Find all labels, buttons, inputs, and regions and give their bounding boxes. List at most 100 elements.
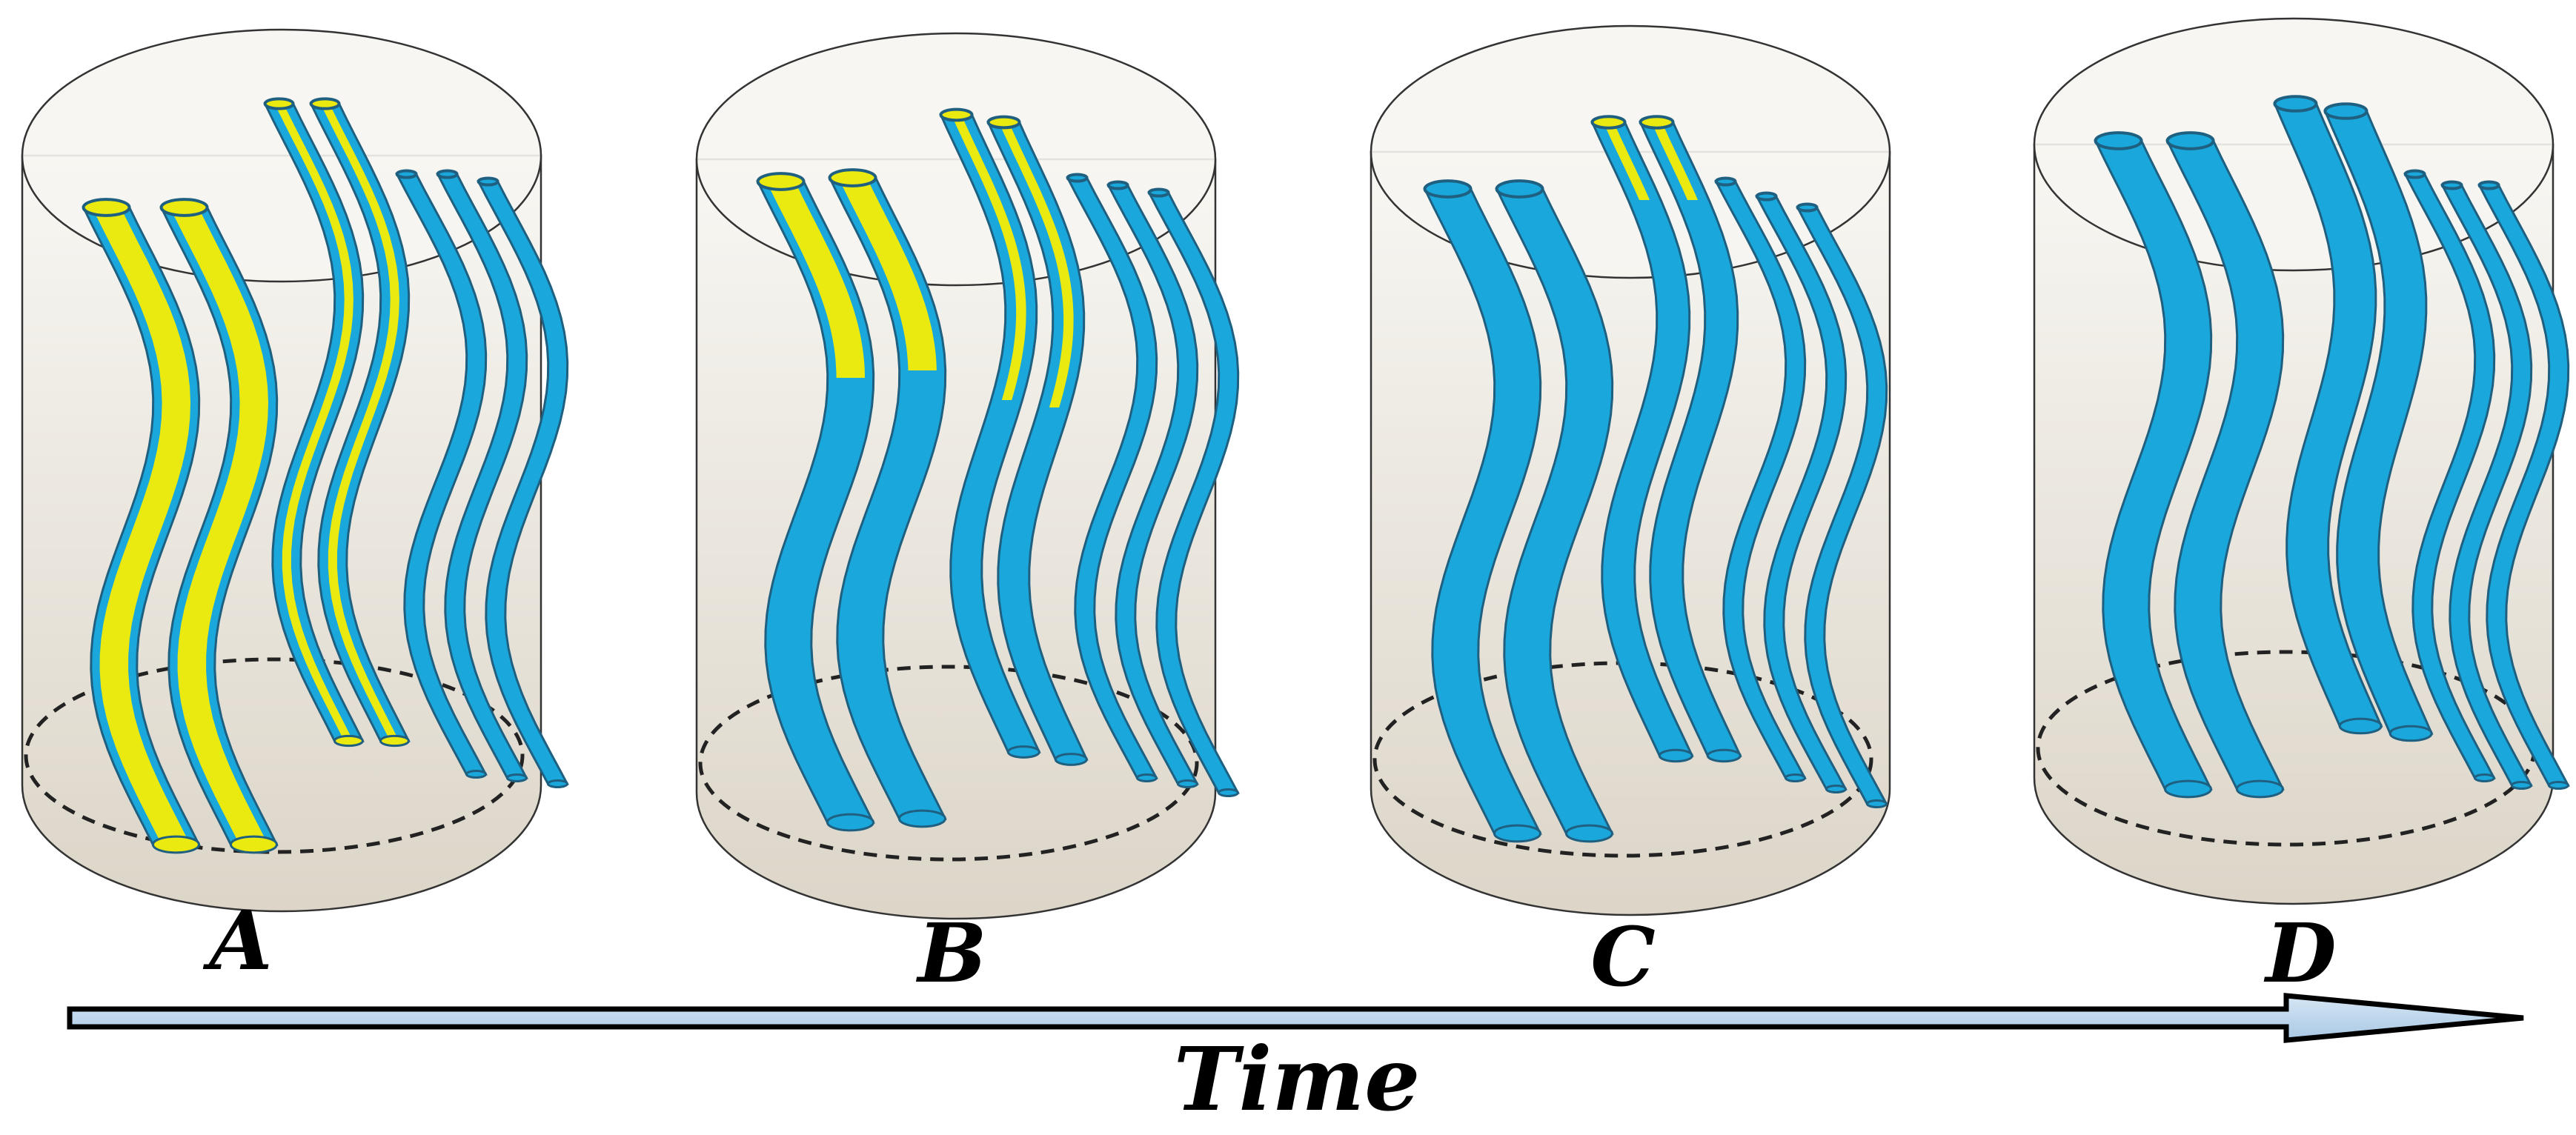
fiber-top-cap xyxy=(1423,179,1473,199)
fiber-bottom-cap xyxy=(1658,748,1693,763)
fiber-bottom-cap xyxy=(1706,748,1742,763)
fiber xyxy=(1066,173,1158,783)
fiber-bottom-cap xyxy=(379,734,410,748)
fiber xyxy=(2440,180,2533,790)
fiber-bottom-cap xyxy=(1217,788,1239,798)
fiber-bottom-cap xyxy=(546,779,568,789)
fiber-bottom-cap xyxy=(505,773,528,783)
fiber xyxy=(159,198,279,854)
fiber-top-cap xyxy=(395,169,418,179)
fiber xyxy=(2323,102,2434,742)
fiber-top-cap xyxy=(986,115,1021,130)
fiber-top-cap xyxy=(2403,169,2426,179)
bottom-dashed-outline xyxy=(24,657,525,854)
fiber-top-cap xyxy=(1147,187,1170,198)
fiber-bottom-cap xyxy=(1825,784,1847,794)
fiber-top-cap xyxy=(1066,173,1089,183)
fiber-top-cap xyxy=(436,169,459,179)
fiber-fill xyxy=(769,187,865,378)
fiber-fill xyxy=(1001,128,1074,407)
fiber-fill xyxy=(1654,128,1699,200)
fiber-top-cap xyxy=(1796,202,1819,213)
fiber-top-cap xyxy=(2273,95,2318,113)
fiber-top-cap xyxy=(82,198,131,217)
cylinder-panel-a xyxy=(21,28,569,913)
fiber-bottom-cap xyxy=(2338,717,2383,735)
fiber xyxy=(477,176,569,789)
time-arrow xyxy=(67,993,2524,1043)
fiber-bottom-cap xyxy=(1054,753,1088,766)
fiber-bottom-cap xyxy=(2235,779,2284,799)
fiber-bottom-cap xyxy=(2510,780,2532,790)
fiber-fill xyxy=(277,110,353,741)
fiber-top-cap xyxy=(1755,191,1778,202)
fiber xyxy=(756,172,875,832)
panel-label-c: C xyxy=(1590,909,1656,1005)
fiber-fill xyxy=(1606,128,1650,200)
fiber-bottom-cap xyxy=(2163,779,2212,799)
fiber xyxy=(939,107,1041,759)
fiber xyxy=(436,169,528,783)
cylinder-top xyxy=(695,32,1217,287)
fiber xyxy=(1796,202,1888,809)
cylinder-panel-d xyxy=(2033,17,2570,905)
fiber-bottom-cap xyxy=(1493,824,1541,843)
fiber-bottom-cap xyxy=(826,813,874,832)
fiber-top-cap xyxy=(1106,180,1129,190)
panel-label-a: A xyxy=(202,893,272,988)
fiber-bottom-cap xyxy=(333,734,364,748)
fiber xyxy=(1714,176,1807,783)
fiber xyxy=(1106,180,1199,789)
fiber-bottom-cap xyxy=(229,835,278,854)
fiber xyxy=(2477,180,2570,790)
panel-label-d: D xyxy=(2263,905,2336,1001)
fiber xyxy=(986,115,1089,766)
cylinder-panel-c xyxy=(1370,24,1891,916)
fiber-top-cap xyxy=(939,107,974,122)
fiber xyxy=(2165,131,2285,799)
fiber-bottom-cap xyxy=(1784,773,1806,783)
fiber xyxy=(82,198,201,854)
fiber-bottom-cap xyxy=(1135,773,1158,783)
fiber-bottom-cap xyxy=(1865,799,1888,809)
fiber-top-cap xyxy=(2477,180,2500,190)
fiber xyxy=(1590,115,1694,763)
fiber xyxy=(2273,95,2383,735)
fiber-fill xyxy=(173,213,268,845)
time-axis-label: Time xyxy=(1174,1028,1421,1131)
fiber-top-cap xyxy=(477,176,499,187)
fiber-fill xyxy=(841,184,937,370)
fiber-bottom-cap xyxy=(1006,745,1040,759)
fiber-top-cap xyxy=(2165,131,2215,150)
fiber xyxy=(828,168,947,828)
fiber-bottom-cap xyxy=(2473,773,2495,783)
fiber-top-cap xyxy=(2440,180,2463,190)
fiber-top-cap xyxy=(2094,131,2143,150)
fiber-top-cap xyxy=(309,97,341,110)
fiber xyxy=(1495,179,1614,843)
fiber-top-cap xyxy=(1714,176,1737,187)
fiber-bottom-cap xyxy=(151,835,200,854)
fiber-top-cap xyxy=(756,172,806,191)
fiber xyxy=(2094,131,2213,799)
fiber-top-cap xyxy=(159,198,209,217)
fiber-fill xyxy=(95,213,190,845)
bottom-dashed-outline xyxy=(698,665,1199,862)
cylinder-panel-b xyxy=(695,32,1240,920)
fiber xyxy=(2403,169,2496,783)
fiber-fill xyxy=(323,110,399,741)
fiber-bottom-cap xyxy=(2547,780,2569,790)
cylinder-top xyxy=(21,28,542,283)
fiber xyxy=(395,169,488,779)
fiber-top-cap xyxy=(263,97,295,110)
fiber xyxy=(1147,187,1240,798)
fiber-top-cap xyxy=(1639,115,1675,130)
panel-label-b: B xyxy=(916,905,987,1001)
fiber xyxy=(263,97,365,748)
fiber-top-cap xyxy=(828,168,877,187)
fiber-bottom-cap xyxy=(1176,779,1198,789)
fiber-bottom-cap xyxy=(465,769,487,779)
fiber-bottom-cap xyxy=(2389,725,2433,742)
fiber xyxy=(309,97,411,748)
